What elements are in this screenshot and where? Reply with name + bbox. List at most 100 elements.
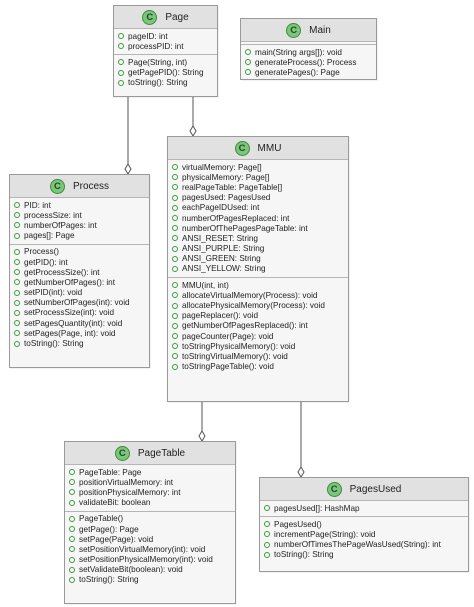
method-row: toStringVirtualMemory(): void xyxy=(172,351,348,361)
field-row: ANSI_GREEN: String xyxy=(172,254,348,264)
field-row: PageTable: Page xyxy=(69,467,235,477)
field-row: eachPageIDUsed: int xyxy=(172,203,348,213)
public-visibility-icon xyxy=(118,33,124,40)
public-visibility-icon xyxy=(172,184,178,191)
public-visibility-icon xyxy=(172,302,178,309)
method-row: setPositionVirtualMemory(int): void xyxy=(69,544,235,554)
method-row: generatePages(): Page xyxy=(245,67,376,77)
public-visibility-icon xyxy=(172,255,178,262)
method-row: setProcessSize(int): void xyxy=(14,308,149,318)
public-visibility-icon xyxy=(172,225,178,232)
public-visibility-icon xyxy=(69,546,75,553)
public-visibility-icon xyxy=(118,43,124,50)
class-c-icon: C xyxy=(234,140,250,156)
class-mmu[interactable]: C MMU virtualMemory: Page[] physicalMemo… xyxy=(167,136,349,402)
public-visibility-icon xyxy=(172,353,178,360)
method-row: setPositionPhysicalMemory(int): void xyxy=(69,555,235,565)
method-row: pageCounter(Page): void xyxy=(172,331,348,341)
field-row: virtualMemory: Page[] xyxy=(172,162,348,172)
class-header: C MMU xyxy=(168,137,348,160)
class-header: C Page xyxy=(114,6,217,29)
aggregation-diamond-icon xyxy=(297,466,305,478)
method-row: getProcessSize(): int xyxy=(14,267,149,277)
field-row: pagesUsed: PagesUsed xyxy=(172,193,348,203)
field-row: PID: int xyxy=(14,200,149,210)
method-row: MMU(int, int) xyxy=(172,280,348,290)
public-visibility-icon xyxy=(14,248,20,255)
field-row: numberOfPagesReplaced: int xyxy=(172,213,348,223)
method-row: toStringPhysicalMemory(): void xyxy=(172,341,348,351)
public-visibility-icon xyxy=(69,576,75,583)
method-row: incrementPage(String): void xyxy=(264,529,468,539)
public-visibility-icon xyxy=(14,299,20,306)
field-row: validateBit: boolean xyxy=(69,498,235,508)
public-visibility-icon xyxy=(264,551,270,558)
methods-section: MMU(int, int) allocateVirtualMemory(Proc… xyxy=(168,277,348,375)
public-visibility-icon xyxy=(172,245,178,252)
public-visibility-icon xyxy=(69,489,75,496)
field-row: pageID: int xyxy=(118,31,217,41)
class-pagetable[interactable]: C PageTable PageTable: Page positionVirt… xyxy=(64,441,236,604)
class-page[interactable]: C Page pageID: int processPID: int Page(… xyxy=(113,5,218,97)
public-visibility-icon xyxy=(172,333,178,340)
public-visibility-icon xyxy=(172,292,178,299)
fields-section: virtualMemory: Page[] physicalMemory: Pa… xyxy=(168,160,348,277)
method-row: setNumberOfPages(int): void xyxy=(14,298,149,308)
method-row: PagesUsed() xyxy=(264,519,468,529)
class-name: PageTable xyxy=(137,447,186,459)
public-visibility-icon xyxy=(172,282,178,289)
class-pagesused[interactable]: C PagesUsed pagesUsed[]: HashMap PagesUs… xyxy=(259,477,469,572)
public-visibility-icon xyxy=(14,269,20,276)
method-row: toString(): String xyxy=(118,78,217,88)
method-row: generateProcess(): Process xyxy=(245,57,376,67)
method-row: setPage(Page): void xyxy=(69,534,235,544)
field-row: realPageTable: PageTable[] xyxy=(172,182,348,192)
method-row: toString(): String xyxy=(14,338,149,348)
public-visibility-icon xyxy=(172,164,178,171)
methods-section: Process() getPID(): int getProcessSize()… xyxy=(10,243,149,352)
field-row: numberOfPages: int xyxy=(14,220,149,230)
field-row: physicalMemory: Page[] xyxy=(172,172,348,182)
class-name: PagesUsed xyxy=(349,483,402,495)
methods-section: Page(String, int) getPagePID(): String t… xyxy=(114,54,217,91)
public-visibility-icon xyxy=(264,541,270,548)
public-visibility-icon xyxy=(172,194,178,201)
public-visibility-icon xyxy=(172,322,178,329)
public-visibility-icon xyxy=(14,259,20,266)
method-row: getNumberOfPagesReplaced(): int xyxy=(172,321,348,331)
fields-section: PageTable: Page positionVirtualMemory: i… xyxy=(65,465,235,511)
method-row: getPage(): Page xyxy=(69,524,235,534)
public-visibility-icon xyxy=(245,49,251,56)
field-row: processSize: int xyxy=(14,210,149,220)
public-visibility-icon xyxy=(69,526,75,533)
methods-section: PageTable() getPage(): Page setPage(Page… xyxy=(65,510,235,588)
public-visibility-icon xyxy=(69,499,75,506)
public-visibility-icon xyxy=(69,469,75,476)
class-main[interactable]: C Main main(String args[]): void generat… xyxy=(240,18,377,80)
public-visibility-icon xyxy=(118,59,124,66)
class-process[interactable]: C Process PID: int processSize: int numb… xyxy=(9,174,150,368)
class-c-icon: C xyxy=(142,9,158,25)
field-row: pagesUsed[]: HashMap xyxy=(264,503,468,513)
method-row: pageReplacer(): void xyxy=(172,311,348,321)
method-row: setPID(int): void xyxy=(14,288,149,298)
field-row: pages[]: Page xyxy=(14,231,149,241)
public-visibility-icon xyxy=(172,235,178,242)
method-row: allocatePhysicalMemory(Process): void xyxy=(172,300,348,310)
methods-section: main(String args[]): void generateProces… xyxy=(241,44,376,81)
public-visibility-icon xyxy=(172,204,178,211)
field-row: ANSI_RESET: String xyxy=(172,233,348,243)
class-name: Page xyxy=(165,11,189,23)
method-row: Page(String, int) xyxy=(118,57,217,67)
public-visibility-icon xyxy=(14,222,20,229)
public-visibility-icon xyxy=(14,289,20,296)
aggregation-diamond-icon xyxy=(198,430,206,442)
public-visibility-icon xyxy=(172,215,178,222)
field-row: ANSI_PURPLE: String xyxy=(172,244,348,254)
class-header: C PageTable xyxy=(65,442,235,465)
class-c-icon: C xyxy=(49,178,65,194)
public-visibility-icon xyxy=(172,363,178,370)
fields-section: pagesUsed[]: HashMap xyxy=(260,501,468,516)
field-row: positionPhysicalMemory: int xyxy=(69,487,235,497)
